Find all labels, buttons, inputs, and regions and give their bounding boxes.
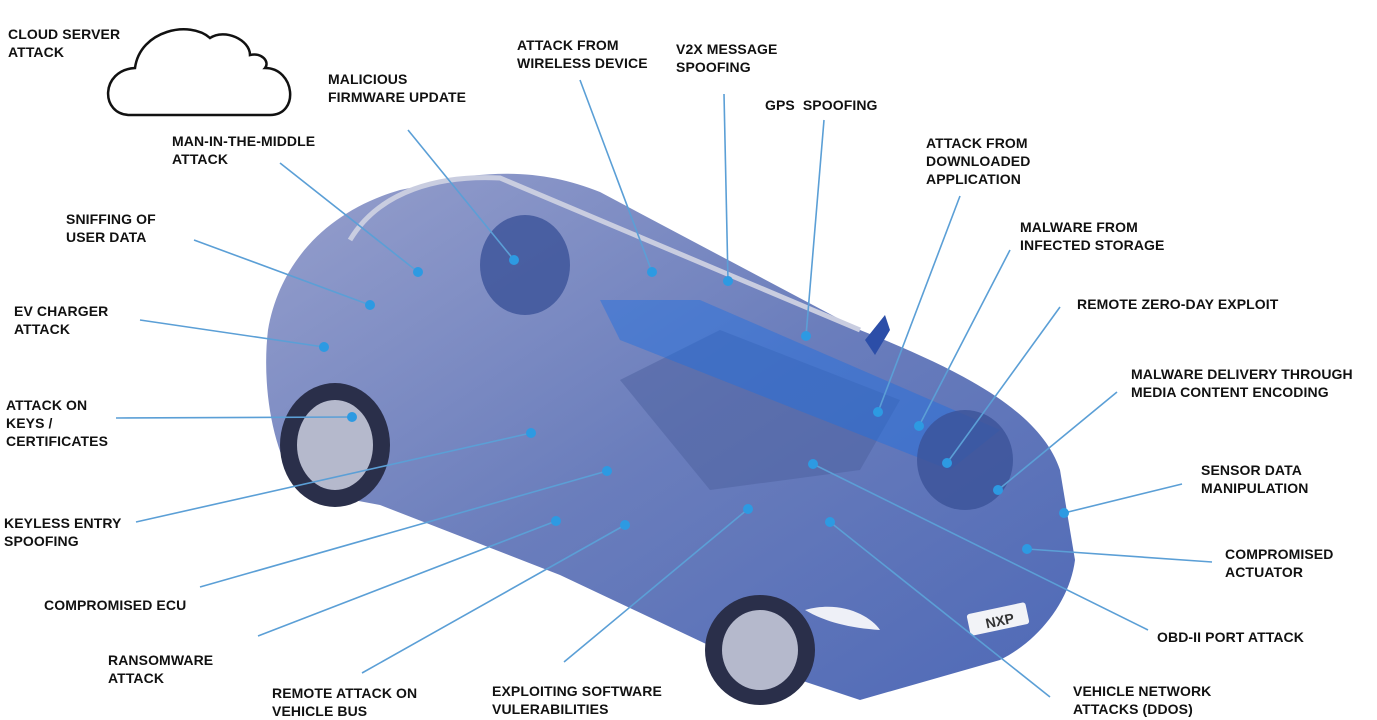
label-man-in-the-middle: MAN-IN-THE-MIDDLE ATTACK <box>172 133 316 167</box>
leader-line-attack-on-keys <box>115 416 353 419</box>
front-wheel-rim <box>722 610 798 690</box>
label-v2x-message-spoofing: V2X MESSAGE SPOOFING <box>676 41 778 75</box>
leader-line-attack-wireless-device <box>579 79 653 273</box>
license-plate <box>966 602 1030 636</box>
leader-line-remote-zero-day-exploit <box>946 306 1061 464</box>
label-malicious-firmware-update: MALICIOUS FIRMWARE UPDATE <box>328 71 467 105</box>
cloud-icon <box>106 28 292 117</box>
leader-lines <box>115 79 1213 698</box>
label-remote-attack-vehicle-bus: REMOTE ATTACK ON VEHICLE BUS <box>272 685 418 719</box>
headlight <box>805 606 880 630</box>
leader-line-compromised-actuator <box>1026 548 1213 563</box>
hotspot-dot-keyless-entry-spoofing <box>526 428 536 438</box>
leader-line-malware-media-content <box>997 391 1118 491</box>
hotspot-dot-malware-media-content <box>993 485 1003 495</box>
label-attack-wireless-device: ATTACK FROM WIRELESS DEVICE <box>517 37 648 71</box>
leader-line-exploiting-software-vulnerabilities <box>563 508 749 663</box>
hotspot-dot-vehicle-network-attacks <box>825 517 835 527</box>
hotspot-dot-ev-charger-attack <box>319 342 329 352</box>
label-ev-charger-attack: EV CHARGER ATTACK <box>14 303 109 337</box>
label-malware-media-content: MALWARE DELIVERY THROUGH MEDIA CONTENT E… <box>1131 366 1353 400</box>
label-attack-on-keys: ATTACK ON KEYS / CERTIFICATES <box>6 397 109 449</box>
label-sensor-data-manipulation: SENSOR DATA MANIPULATION <box>1201 462 1309 496</box>
hotspot-dot-attack-downloaded-application <box>873 407 883 417</box>
leader-line-compromised-ecu <box>199 470 608 588</box>
roof-rail <box>347 175 861 333</box>
label-compromised-ecu: COMPROMISED ECU <box>44 597 187 613</box>
leader-line-sniffing-user-data <box>193 239 371 306</box>
hotspot-dot-sensor-data-manipulation <box>1059 508 1069 518</box>
hotspot-dot-gps-spoofing <box>801 331 811 341</box>
leader-line-ransomware-attack <box>257 520 557 637</box>
label-gps-spoofing: GPS SPOOFING <box>765 97 878 113</box>
rear-wheel-rim <box>297 400 373 490</box>
leader-line-attack-downloaded-application <box>877 195 961 413</box>
label-ransomware-attack: RANSOMWARE ATTACK <box>108 652 214 686</box>
leader-line-keyless-entry-spoofing <box>135 432 532 523</box>
side-mirror <box>865 315 890 355</box>
label-malware-infected-storage: MALWARE FROM INFECTED STORAGE <box>1020 219 1165 253</box>
label-cloud-server-attack: CLOUD SERVER ATTACK <box>8 26 121 60</box>
hotspot-dot-attack-wireless-device <box>647 267 657 277</box>
hotspot-dot-exploiting-software-vulnerabilities <box>743 504 753 514</box>
interior-stripe <box>600 300 1000 470</box>
hotspot-dot-malicious-firmware-update <box>509 255 519 265</box>
label-attack-downloaded-application: ATTACK FROM DOWNLOADED APPLICATION <box>926 135 1031 187</box>
leader-line-remote-attack-vehicle-bus <box>361 524 626 674</box>
label-compromised-actuator: COMPROMISED ACTUATOR <box>1225 546 1334 580</box>
windshield <box>620 330 900 490</box>
hotspot-dot-attack-on-keys <box>347 412 357 422</box>
seat-front <box>917 410 1013 510</box>
label-remote-zero-day-exploit: REMOTE ZERO-DAY EXPLOIT <box>1077 296 1279 312</box>
hotspot-dot-ransomware-attack <box>551 516 561 526</box>
leader-line-gps-spoofing <box>805 119 825 337</box>
leader-line-v2x-message-spoofing <box>723 93 729 282</box>
label-obd-ii-port-attack: OBD-II PORT ATTACK <box>1157 629 1304 645</box>
hotspot-dot-obd-ii-port-attack <box>808 459 818 469</box>
hotspot-dot-remote-zero-day-exploit <box>942 458 952 468</box>
leader-line-sensor-data-manipulation <box>1063 483 1183 514</box>
label-vehicle-network-attacks: VEHICLE NETWORK ATTACKS (DDOS) <box>1073 683 1212 717</box>
label-keyless-entry-spoofing: KEYLESS ENTRY SPOOFING <box>4 515 122 549</box>
leader-line-ev-charger-attack <box>139 319 325 348</box>
label-sniffing-user-data: SNIFFING OF USER DATA <box>66 211 156 245</box>
leader-line-obd-ii-port-attack <box>812 463 1149 631</box>
label-exploiting-software-vulnerabilities: EXPLOITING SOFTWARE VULERABILITIES <box>492 683 662 717</box>
leader-line-man-in-the-middle <box>279 162 419 273</box>
hotspot-dot-compromised-actuator <box>1022 544 1032 554</box>
hotspot-dot-remote-attack-vehicle-bus <box>620 520 630 530</box>
leader-line-vehicle-network-attacks <box>829 521 1051 698</box>
leader-line-malicious-firmware-update <box>407 129 515 261</box>
hotspot-dot-malware-infected-storage <box>914 421 924 431</box>
seat-rear <box>480 215 570 315</box>
hotspot-dot-sniffing-user-data <box>365 300 375 310</box>
car-badge: NXP <box>984 610 1015 632</box>
hotspot-dot-man-in-the-middle <box>413 267 423 277</box>
hotspot-dot-compromised-ecu <box>602 466 612 476</box>
leader-line-malware-infected-storage <box>918 249 1011 427</box>
hotspot-dot-v2x-message-spoofing <box>723 276 733 286</box>
